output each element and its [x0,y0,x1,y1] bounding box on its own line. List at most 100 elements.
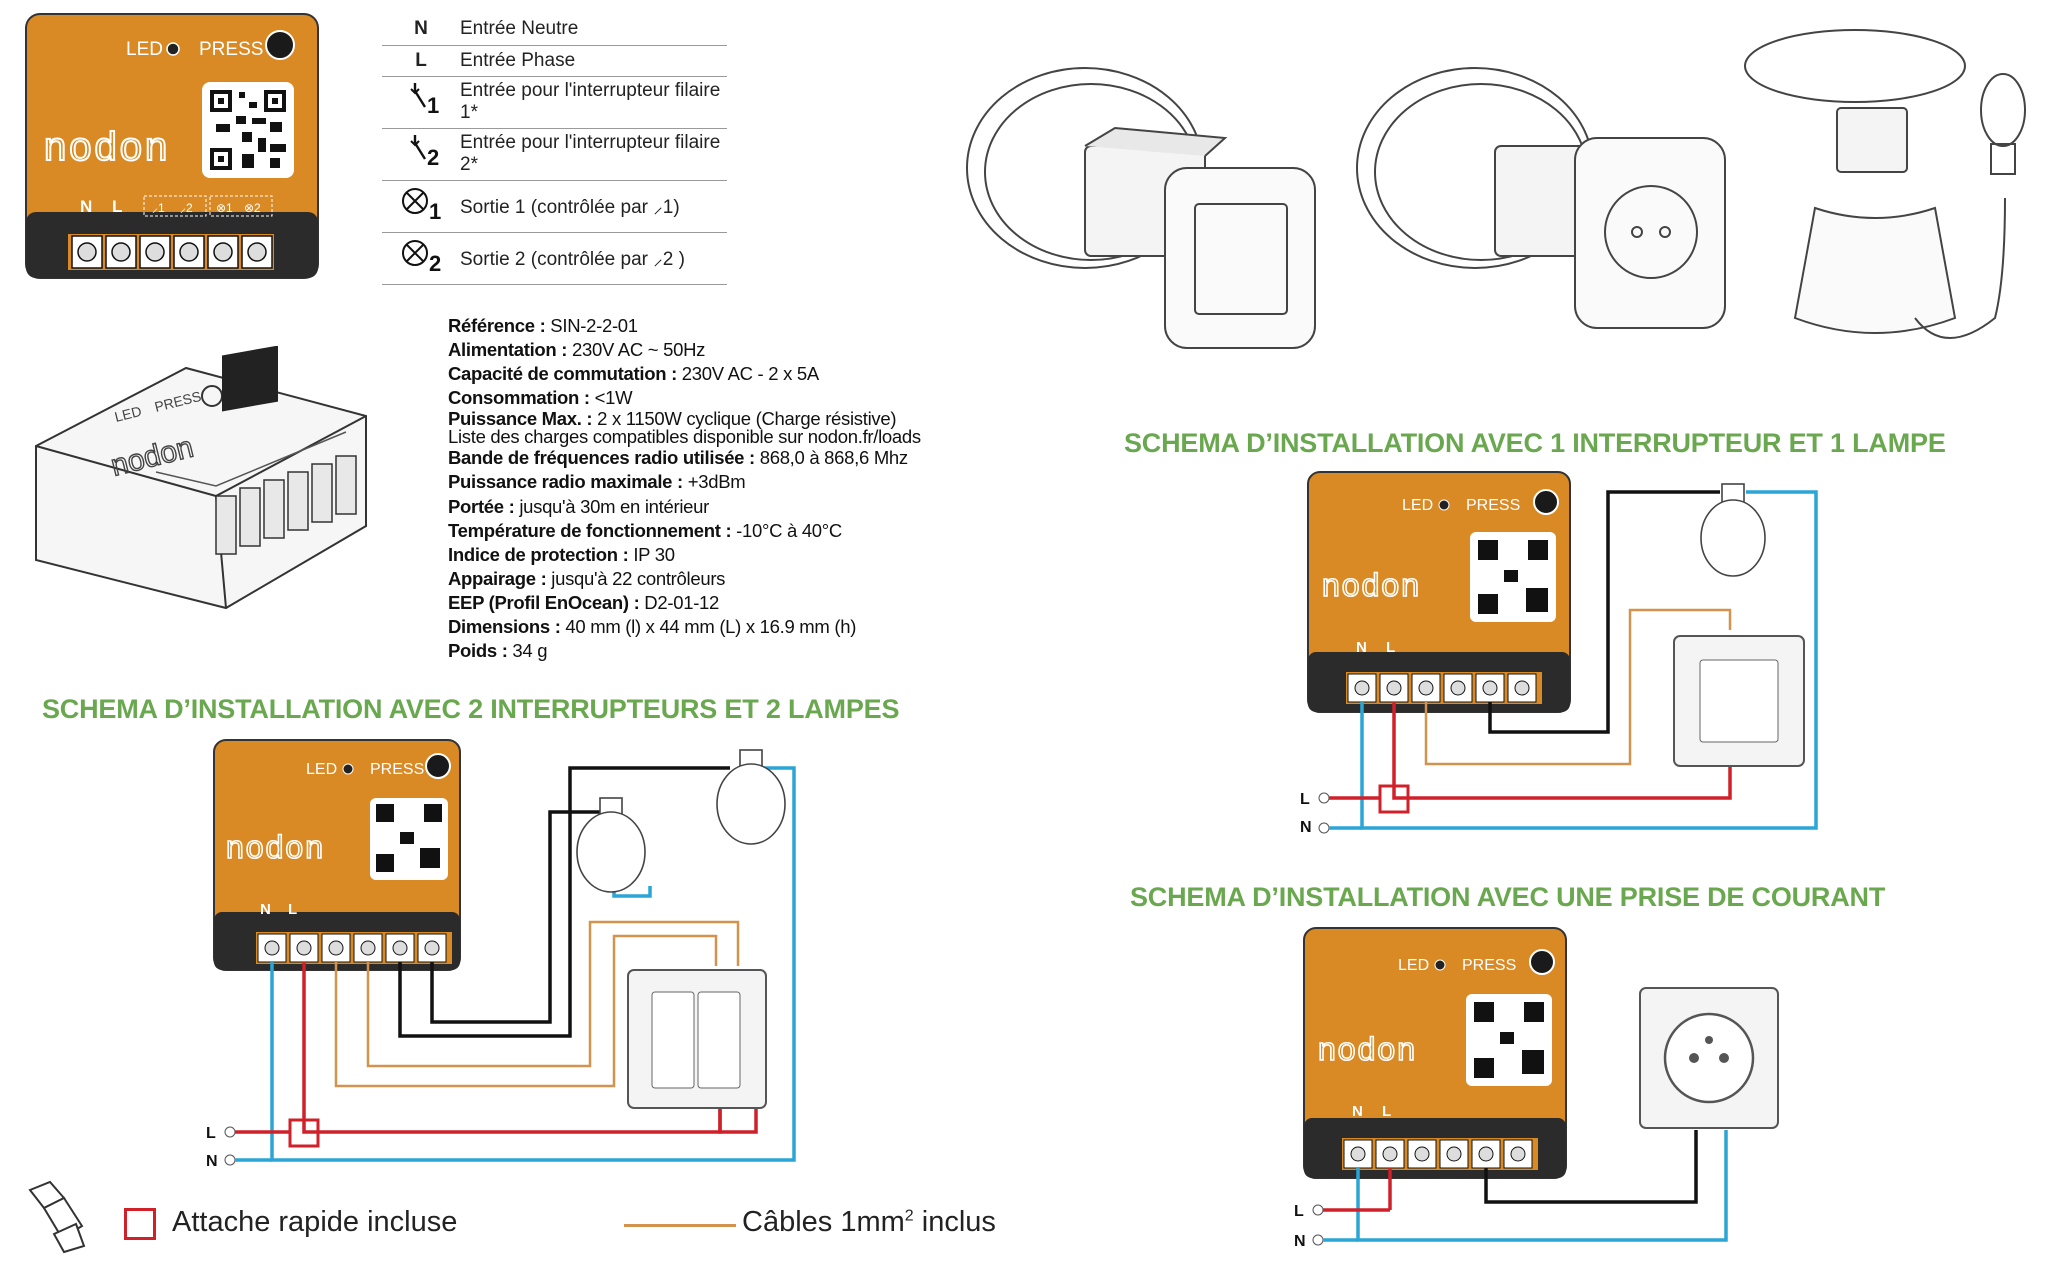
terminal-l-icon [1312,1204,1324,1216]
led-label: LED [1402,497,1433,514]
lamp-1-icon: 1 [382,180,460,233]
legend-row-switch2: 2 Entrée pour l'interrupteur filaire 2* [382,128,727,181]
terminal-l-icon [224,1126,236,1138]
press-button[interactable] [1529,949,1555,975]
svg-text:⊗1: ⊗1 [216,201,233,215]
light-bulb-icon [1980,73,2026,147]
spec-row: Puissance Max. : 2 x 1150W cyclique (Cha… [448,408,897,430]
switch-1-icon: 1 [382,76,460,129]
terminal-n-icon [1318,822,1330,834]
press-label: PRESS [370,761,424,778]
legend-symbol-l: L [382,45,460,77]
lamp-2-icon: 2 [382,232,460,285]
legend-symbol-n: N [382,14,460,46]
double-switch-icon [627,969,767,1109]
wire-label-l: L [1294,1203,1304,1220]
press-label: PRESS [1466,497,1520,514]
press-label: PRESS [1462,957,1516,974]
spec-row: Indice de protection : IP 30 [448,543,675,565]
title-two-switches: SCHEMA D’INSTALLATION AVEC 2 INTERRUPTEU… [42,694,900,724]
title-outlet: SCHEMA D’INSTALLATION AVEC UNE PRISE DE … [1130,882,1886,912]
diagram-outlet: LED PRESS nodon N L L N [1290,924,1810,1254]
svg-text:2: 2 [429,251,441,275]
press-button[interactable] [425,753,451,779]
qr-code-icon-3d [222,345,278,412]
brand-logo: nodon [44,125,170,169]
led-label: LED [1398,957,1429,974]
brand-logo: nodon [1322,567,1421,603]
spec-row: Appairage : jusqu'à 22 contrôleurs [448,567,726,589]
terminal-l-icon [1318,792,1330,804]
quick-connector-square-icon [124,1208,156,1240]
switch-1-icon: ⸝1) [653,197,680,218]
wall-switch-illustration [1164,167,1316,349]
module-3d-view: LED PRESS nodon [26,345,376,616]
legend-cables: Câbles 1mm2 inclus [742,1206,996,1238]
diagram-one-switch: LED PRESS nodon N L L N [1290,470,1850,836]
legend-text: Entrée pour l'interrupteur filaire 2* [460,128,727,181]
terminal-label-l: L [112,197,122,216]
svg-text:1: 1 [429,199,441,223]
brand-logo: nodon [226,829,325,865]
spec-row: Dimensions : 40 mm (l) x 44 mm (L) x 16.… [448,616,857,638]
legend-row-lamp1: 1 Sortie 1 (contrôlée par ⸝1) [382,180,727,233]
wire-label-l: L [1300,791,1310,808]
spec-row: Bande de fréquences radio utilisée : 868… [448,447,908,469]
legend-text: Entrée pour l'interrupteur filaire 1* [460,76,727,129]
legend-text: Entrée Neutre [460,14,727,46]
module-ceiling [1836,107,1908,173]
svg-text:⊗2: ⊗2 [244,201,261,215]
terminal-label-n: N [260,901,271,918]
led-indicator-icon [342,763,354,775]
spec-row: Référence : SIN-2-2-01 [448,315,638,336]
wire-label-n: N [206,1153,218,1170]
led-label-3d: LED [113,403,143,425]
switch-2-icon: 2 [382,128,460,181]
install-illustrations [955,18,2035,364]
led-label: LED [306,761,337,778]
terminal-n-icon [1312,1234,1324,1246]
legend-text-lamp1: Sortie 1 (contrôlée par ⸝1) [460,180,727,233]
spec-row: Portée : jusqu'à 30m en intérieur [448,495,709,517]
switch-2-icon: ⸝2 ) [653,249,685,270]
led-label: LED [126,39,163,60]
cable-line-icon [624,1224,736,1227]
wire-label-n: N [1300,819,1312,836]
press-label: PRESS [199,39,263,60]
wire-label-l: L [206,1125,216,1142]
title-one-switch: SCHEMA D’INSTALLATION AVEC 1 INTERRUPTEU… [1124,428,1946,458]
legend-text: Entrée Phase [460,45,727,77]
press-button[interactable] [1533,489,1559,515]
terminal-label-l: L [1386,639,1395,656]
module-front-view: LED PRESS nodon N L ⸝1 ⸝2 ⊗1 ⊗2 [24,12,320,282]
brand-logo: nodon [1318,1031,1417,1067]
wire-label-n: N [1294,1233,1306,1250]
spec-row: Puissance radio maximale : +3dBm [448,471,746,493]
quick-connector-icon [24,1178,90,1254]
light-bulb-icon [1700,483,1766,577]
spec-row: Liste des charges compatibles disponible… [448,426,921,448]
press-button[interactable] [265,30,295,60]
spec-row: Capacité de commutation : 230V AC - 2 x … [448,363,819,385]
spec-row: Poids : 34 g [448,640,548,662]
svg-text:⸝1: ⸝1 [152,201,165,215]
spec-row: Consommation : <1W [448,387,633,409]
svg-text:⸝2: ⸝2 [180,201,193,215]
spec-row: Température de fonctionnement : -10°C à … [448,519,842,541]
wall-outlet-illustration [1574,137,1726,329]
svg-text:2: 2 [427,145,439,170]
terminal-label-n: N [1356,639,1367,656]
spec-row: Alimentation : 230V AC ~ 50Hz [448,339,706,361]
terminal-label-n: N [80,197,92,216]
legend-row-switch1: 1 Entrée pour l'interrupteur filaire 1* [382,76,727,129]
terminal-label-l: L [1382,1103,1391,1120]
diagram-two-switches: LED PRESS nodon N L L [190,736,830,1170]
svg-text:1: 1 [427,93,439,118]
terminal-label-l: L [288,901,297,918]
led-indicator-icon [166,42,180,56]
led-indicator-icon [1438,499,1450,511]
